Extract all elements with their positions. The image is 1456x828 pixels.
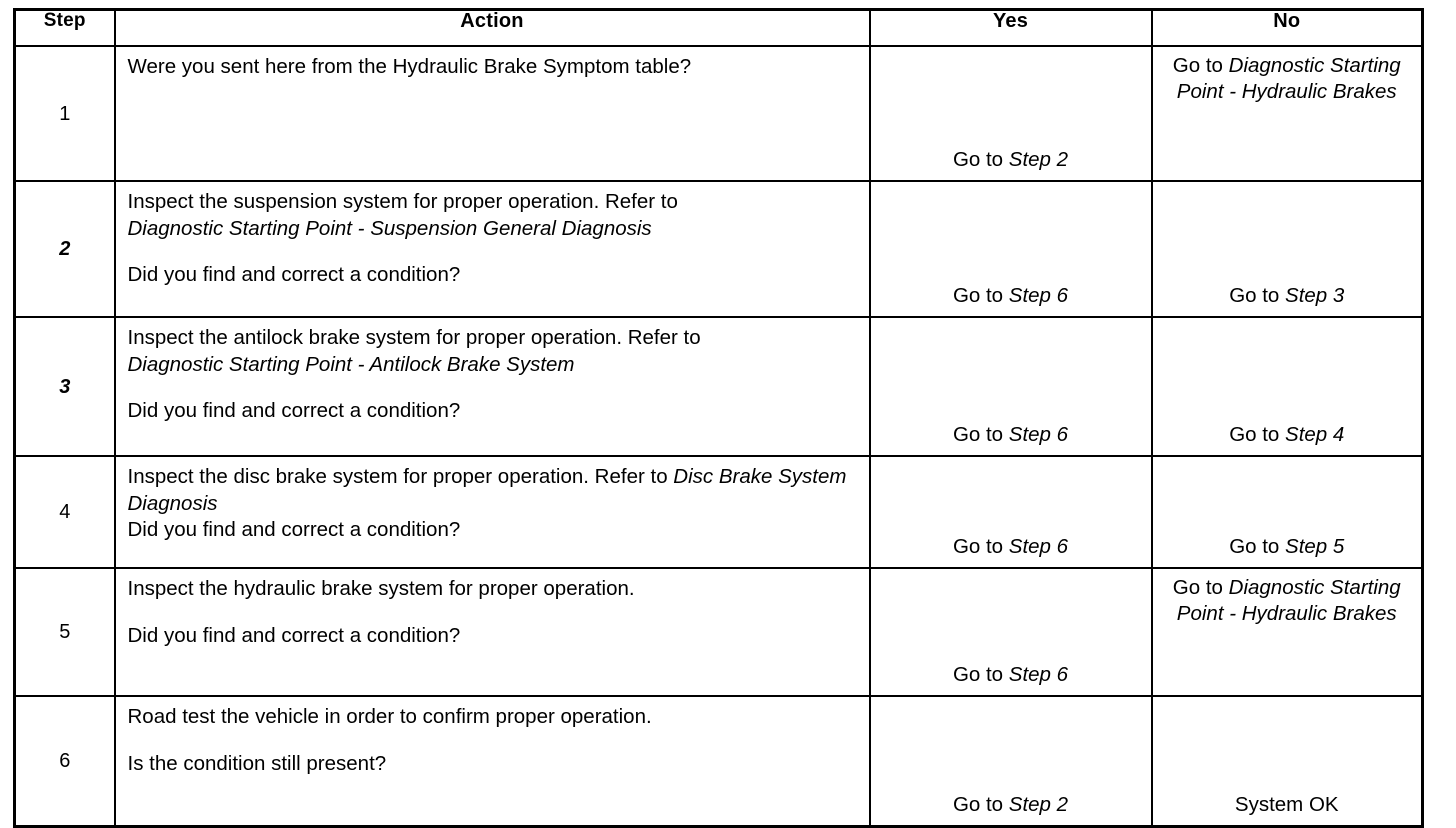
no-result-prefix: System OK [1234,792,1339,816]
yes-result-cell: Go to Step 6 [868,567,1153,697]
yes-result-reference: Step 6 [1008,534,1069,558]
no-result-prefix: Go to [1172,576,1229,599]
table-row: 6 Road test the vehicle in order to confi… [13,695,1424,828]
table-body: 1 Were you sent here from the Hydraulic B… [13,45,1424,828]
yes-result-reference: Step 2 [1008,147,1069,171]
step-number-cell: 4 [13,455,116,569]
yes-result-cell: Go to Step 2 [868,45,1153,182]
action-line: Road test the vehicle in order to confir… [127,705,652,728]
action-cell: Inspect the hydraulic brake system for p… [113,567,871,697]
yes-result-reference: Step 6 [1008,422,1069,446]
no-result-prefix: Go to [1172,54,1229,77]
table-row: 2 Inspect the suspension system for prope… [13,180,1424,318]
table-row: 1 Were you sent here from the Hydraulic B… [13,45,1424,182]
no-result-reference: Diagnostic Starting Point - Hydraulic Br… [1176,576,1401,626]
action-cell: Inspect the disc brake system for proper… [113,455,871,569]
step-number: 1 [59,102,71,125]
yes-result-reference: Step 6 [1008,662,1069,686]
no-result-cell: Go to Step 3 [1150,180,1424,318]
action-line: Inspect the antilock brake system for pr… [127,326,701,349]
no-result-cell: Go to Step 4 [1150,316,1424,457]
step-number-cell: 5 [13,567,116,697]
action-cell: Road test the vehicle in order to confir… [113,695,871,828]
action-line: Inspect the disc brake system for proper… [128,464,861,517]
table-header: Step Action Yes No [13,8,1424,47]
action-cell: Inspect the suspension system for proper… [113,180,871,318]
action-reference: Disc Brake System Diagnosis [127,465,847,515]
yes-result-cell: Go to Step 6 [868,316,1153,457]
no-result-prefix: Go to [1229,422,1286,446]
step-number-cell: 1 [13,45,116,182]
diagnostic-steps-table: Step Action Yes No 1 Were you sent here f… [13,8,1424,828]
yes-result-reference: Step 2 [1008,792,1069,816]
table-row: 5 Inspect the hydraulic brake system for … [13,567,1424,697]
yes-result-cell: Go to Step 2 [868,695,1153,828]
no-result-cell: Go to Diagnostic Starting Point - Hydrau… [1150,45,1424,182]
action-line: Inspect the hydraulic brake system for p… [127,577,635,600]
yes-result-cell: Go to Step 6 [868,455,1153,569]
step-number-cell: 6 [13,695,116,828]
action-line: Diagnostic Starting Point - Antilock Bra… [127,352,575,376]
action-line: Were you sent here from the Hydraulic Br… [127,55,692,78]
action-line: Diagnostic Starting Point - Suspension G… [127,216,652,240]
yes-result-prefix: Go to [952,534,1009,558]
yes-result-reference: Step 6 [1008,283,1069,307]
no-result-reference: Diagnostic Starting Point - Hydraulic Br… [1176,54,1401,104]
step-number: 4 [59,501,71,523]
table-row: 4 Inspect the disc brake system for prope… [13,455,1424,569]
yes-result-prefix: Go to [952,422,1009,446]
action-line: Inspect the suspension system for proper… [127,190,678,213]
yes-result-prefix: Go to [952,792,1009,816]
action-line: Did you find and correct a condition? [127,518,461,542]
no-result-reference: Step 5 [1285,534,1345,558]
no-result-prefix: Go to [1229,534,1286,558]
header-row: Step Action Yes No [13,8,1424,47]
no-result-reference: Step 3 [1285,283,1345,307]
step-number: 5 [59,621,71,643]
yes-result-prefix: Go to [952,662,1009,686]
yes-result-prefix: Go to [952,147,1009,171]
action-line: Is the condition still present? [127,751,387,775]
column-header-action: Action [113,8,871,47]
action-cell: Were you sent here from the Hydraulic Br… [113,45,871,182]
step-number-cell: 2 [13,180,116,318]
action-spacer [128,603,861,623]
column-header-step: Step [13,8,116,47]
document-page: Step Action Yes No 1 Were you sent here f… [13,8,1424,828]
no-result-cell: System OK [1150,695,1424,828]
action-line: Did you find and correct a condition? [127,399,461,423]
action-line: Did you find and correct a condition? [127,263,461,287]
column-header-yes: Yes [868,8,1153,47]
action-line: Did you find and correct a condition? [127,623,461,647]
step-number: 2 [59,238,71,260]
no-result-reference: Step 4 [1285,422,1345,446]
action-spacer [128,378,861,398]
yes-result-cell: Go to Step 6 [868,180,1153,318]
no-result-cell: Go to Diagnostic Starting Point - Hydrau… [1150,567,1424,697]
step-number-cell: 3 [13,316,116,457]
no-result-cell: Go to Step 5 [1150,455,1424,569]
column-header-no: No [1150,8,1424,47]
action-spacer [128,242,861,262]
yes-result-prefix: Go to [952,283,1009,307]
step-number: 3 [59,375,71,398]
step-number: 6 [59,750,71,772]
no-result-prefix: Go to [1229,283,1286,307]
action-cell: Inspect the antilock brake system for pr… [113,316,871,457]
table-row: 3 Inspect the antilock brake system for p… [13,316,1424,457]
action-text: Inspect the disc brake system for proper… [127,465,674,488]
